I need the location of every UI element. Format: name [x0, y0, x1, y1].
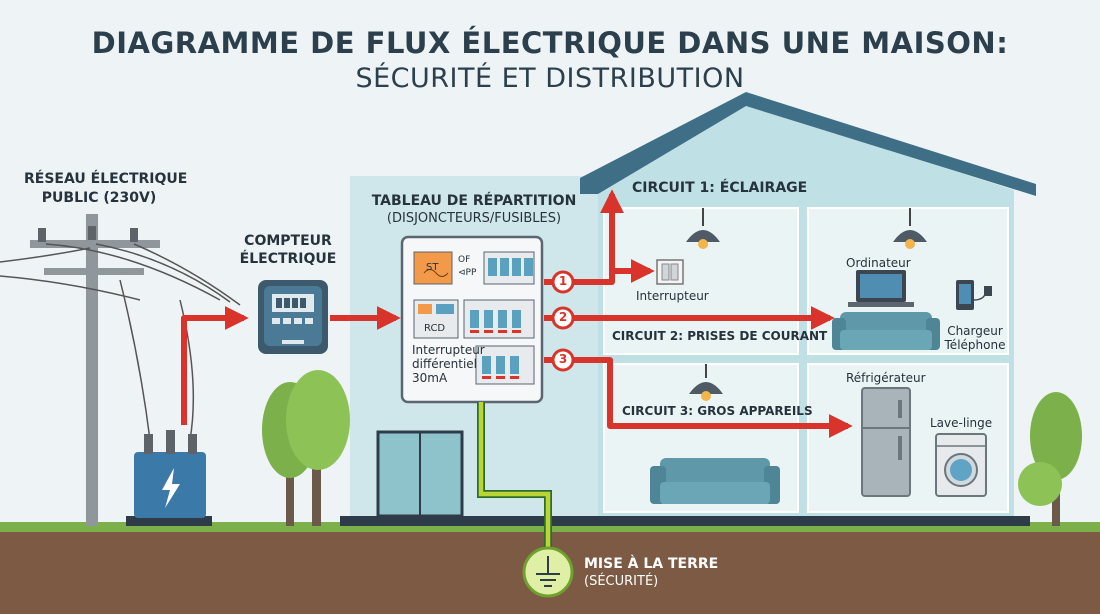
- panel-module-pp: ⊲PP: [458, 268, 477, 278]
- washing-machine-icon: [935, 433, 987, 497]
- fridge-icon: [861, 387, 911, 497]
- arrow-grid-to-meter: [181, 306, 249, 425]
- sofa-icon: [650, 458, 780, 504]
- distribution-panel: [400, 235, 544, 404]
- grid-label-line1: RÉSEAU ÉLECTRIQUE: [24, 171, 188, 187]
- light-switch-icon: [656, 259, 684, 285]
- rcd-label-line2: différentiel: [412, 357, 478, 371]
- ground-label-line1: MISE À LA TERRE: [584, 556, 719, 572]
- panel-label-line2: (DISJONCTEURS/FUSIBLES): [386, 211, 562, 226]
- electric-meter: [258, 280, 328, 354]
- grid-label-line2: PUBLIC (230V): [41, 190, 157, 206]
- charger-label-line1: Chargeur: [947, 324, 1003, 338]
- circuit-badge-3-number: 3: [558, 352, 568, 366]
- power-flow-arrows: [181, 189, 853, 438]
- ground-wire: [478, 402, 551, 548]
- page-subtitle: SÉCURITÉ ET DISTRIBUTION: [355, 63, 745, 94]
- lamp-icon: [686, 208, 927, 401]
- circuit-badge-2: [551, 306, 575, 330]
- ground-label-line2: (SÉCURITÉ): [584, 574, 659, 589]
- computer-label: Ordinateur: [846, 256, 911, 270]
- rcd-label-line3: 30mA: [412, 371, 448, 385]
- transformer: [126, 430, 212, 526]
- meter-label-line2: ÉLECTRIQUE: [239, 251, 337, 267]
- panel-module-of: OF: [458, 255, 471, 265]
- utility-pole: [0, 214, 241, 526]
- panel-module-rcd: RCD: [424, 323, 446, 334]
- roof: [580, 92, 1036, 196]
- circuit-badge-2-number: 2: [558, 310, 568, 324]
- ground-symbol-icon: [522, 546, 574, 598]
- panel-label-line1: TABLEAU DE RÉPARTITION: [371, 193, 577, 209]
- arrow-circuit-3: [544, 357, 853, 438]
- phone-icon: [956, 280, 992, 310]
- fridge-label: Réfrigérateur: [846, 371, 926, 385]
- circuit-2-label: CIRCUIT 2: PRISES DE COURANT: [612, 329, 828, 343]
- laptop-icon: [848, 270, 914, 307]
- lightning-icon: [162, 468, 180, 508]
- tree-right: [1018, 392, 1082, 526]
- rcd-label-line1: Interrupteur: [412, 343, 485, 357]
- circuit-badge-3: [551, 348, 575, 372]
- page-title: DIAGRAMME DE FLUX ÉLECTRIQUE DANS UNE MA…: [91, 26, 1009, 60]
- washer-label: Lave-linge: [930, 416, 993, 430]
- circuit-3-label: CIRCUIT 3: GROS APPAREILS: [622, 404, 813, 418]
- circuit-badge-1-number: 1: [558, 274, 568, 288]
- circuit-1-label: CIRCUIT 1: ÉCLAIRAGE: [632, 180, 808, 196]
- tree-left: [262, 370, 350, 526]
- switch-label: Interrupteur: [636, 289, 709, 303]
- panel-module-st: ST: [426, 262, 439, 273]
- charger-label-line2: Téléphone: [944, 338, 1006, 352]
- meter-label-line1: COMPTEUR: [244, 233, 332, 249]
- sofa-icon: [832, 312, 940, 350]
- circuit-badge-1: [551, 270, 575, 294]
